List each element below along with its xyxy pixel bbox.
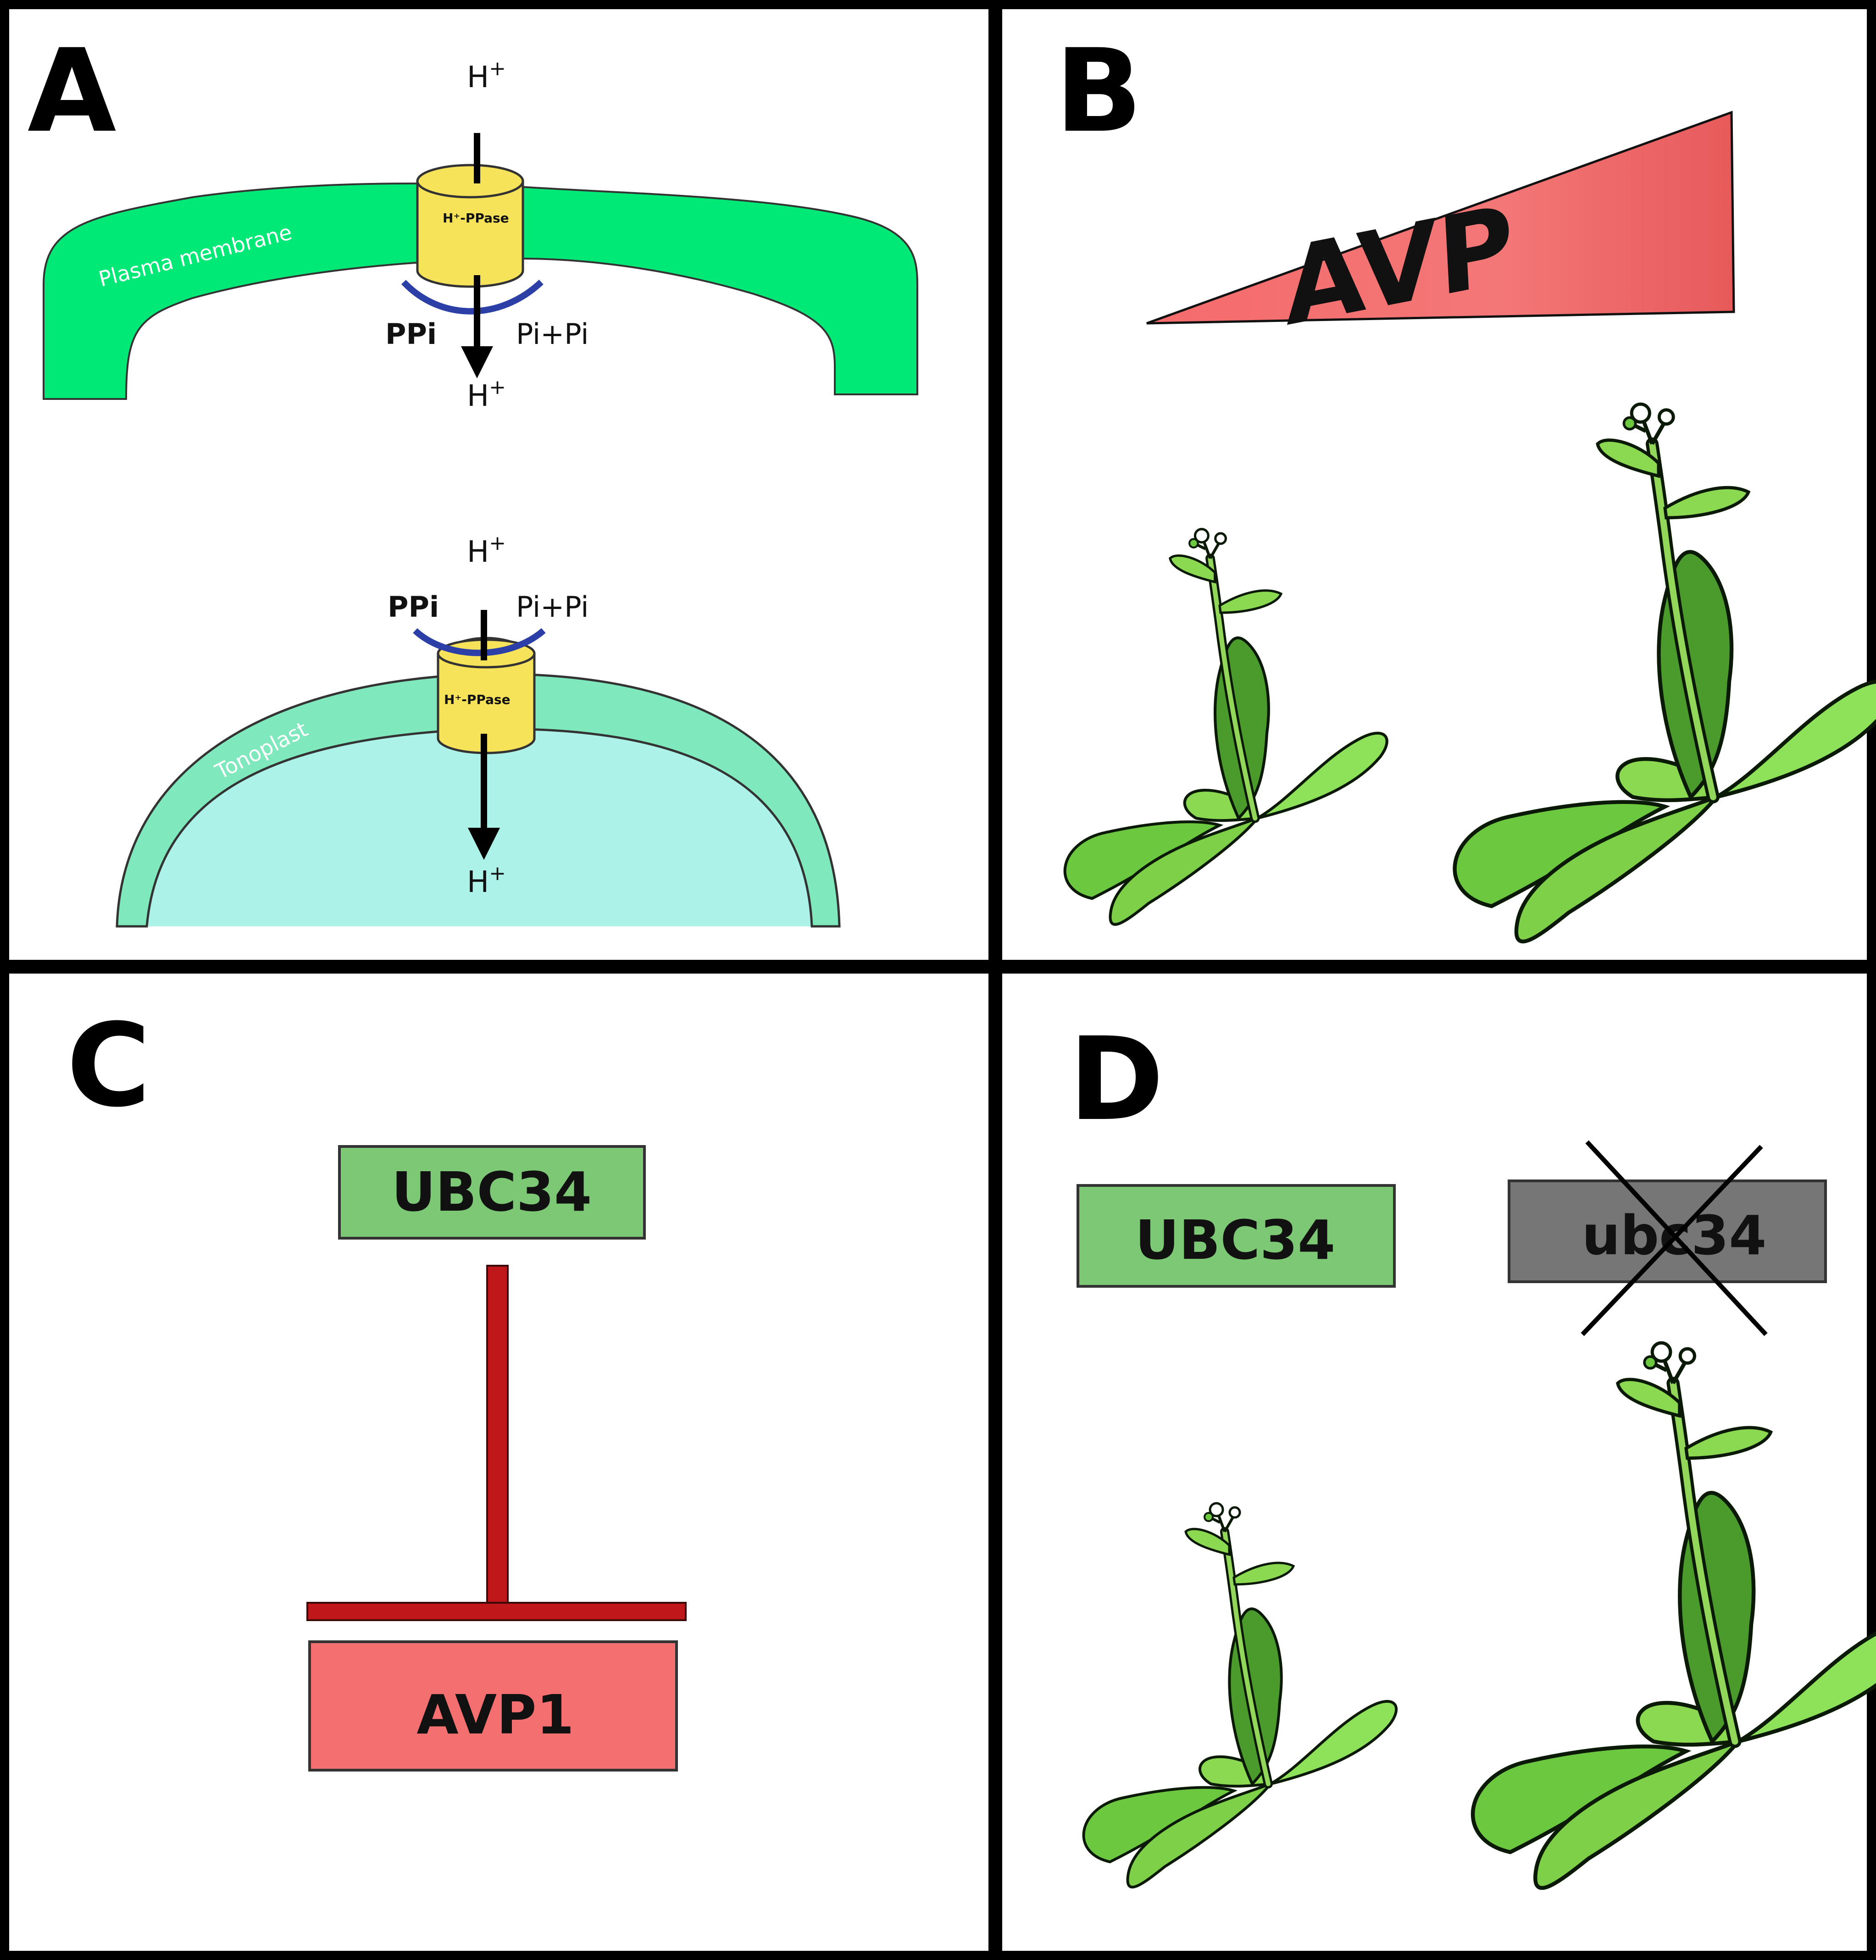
plant-large (1455, 404, 1876, 941)
ubc34-label: UBC34 (392, 1160, 592, 1224)
lower-pi-pi-label: Pi+Pi (516, 590, 588, 624)
plasma-membrane-ppase: H⁺-PPase (401, 133, 544, 378)
ubc34-wildtype-label: UBC34 (1135, 1208, 1336, 1272)
vacuole (138, 714, 821, 926)
ubc34-box (338, 1145, 646, 1240)
lower-proton-bottom: H+ (467, 862, 506, 899)
panel-b-letter: B (1055, 24, 1143, 158)
lower-pump-label: H⁺-PPase (444, 692, 511, 707)
plant-small (1065, 529, 1387, 925)
panel-c: C UBC34 AVP1 (67, 999, 687, 1772)
upper-pump-label: H⁺-PPase (443, 210, 509, 226)
upper-proton-bottom: H+ (467, 376, 506, 413)
lower-ppi-arc (413, 628, 546, 656)
tonoplast (116, 673, 841, 928)
upper-proton-top: H+ (467, 57, 506, 94)
panel-b: B AVP (1055, 24, 1876, 941)
plant-mutant (1473, 1343, 1876, 1888)
panel-a: A Plasma membrane Tonoplast H⁺-PPase H+ … (28, 24, 918, 928)
plasma-membrane (43, 183, 918, 400)
panel-d-letter: D (1069, 1013, 1164, 1146)
avp1-label: AVP1 (416, 1683, 574, 1746)
ubc34-wildtype-box (1077, 1184, 1396, 1288)
upper-ppi-arc (401, 279, 544, 315)
panel-d: D UBC34 ubc34 (1069, 1013, 1876, 1888)
panel-c-letter: C (67, 999, 150, 1132)
plant-wildtype (1084, 1503, 1397, 1887)
lower-proton-top: H+ (467, 532, 506, 569)
avp-wedge (1146, 111, 1735, 325)
knockout-cross (1581, 1140, 1768, 1336)
upper-ppi-label: PPi (385, 317, 437, 351)
tonoplast-ppase: H⁺-PPase (413, 610, 546, 860)
avp-wedge-label: AVP (1282, 182, 1517, 350)
inhibition-symbol (306, 1265, 687, 1621)
avp1-box (308, 1640, 678, 1772)
panel-a-letter: A (28, 24, 116, 158)
upper-pi-pi-label: Pi+Pi (516, 317, 588, 351)
lower-ppi-label: PPi (388, 590, 439, 624)
